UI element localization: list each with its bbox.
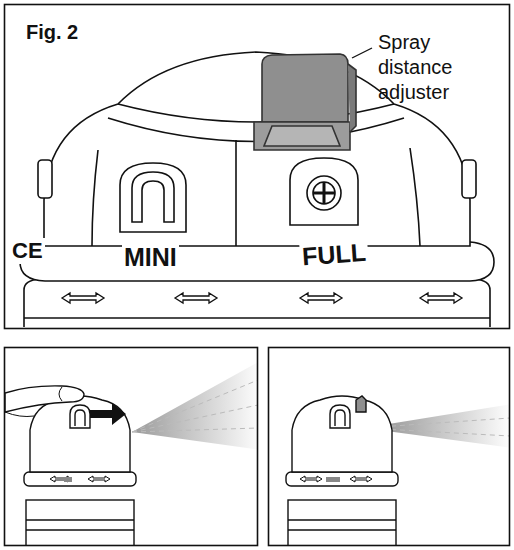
panel-frame <box>5 5 510 329</box>
panel-frame <box>5 348 258 546</box>
figure-title: Fig. 2 <box>26 20 78 44</box>
leader-line <box>352 48 372 58</box>
part-label: Spray distance adjuster <box>378 30 490 105</box>
panel-frame <box>269 348 510 546</box>
spray-distance-adjuster <box>254 54 356 150</box>
narrow-spray-view <box>286 396 509 545</box>
mode-label: MINI <box>122 243 179 271</box>
mode-label: FULL <box>299 238 369 271</box>
mode-label: CE <box>10 238 45 264</box>
wide-spray-view <box>5 360 257 545</box>
